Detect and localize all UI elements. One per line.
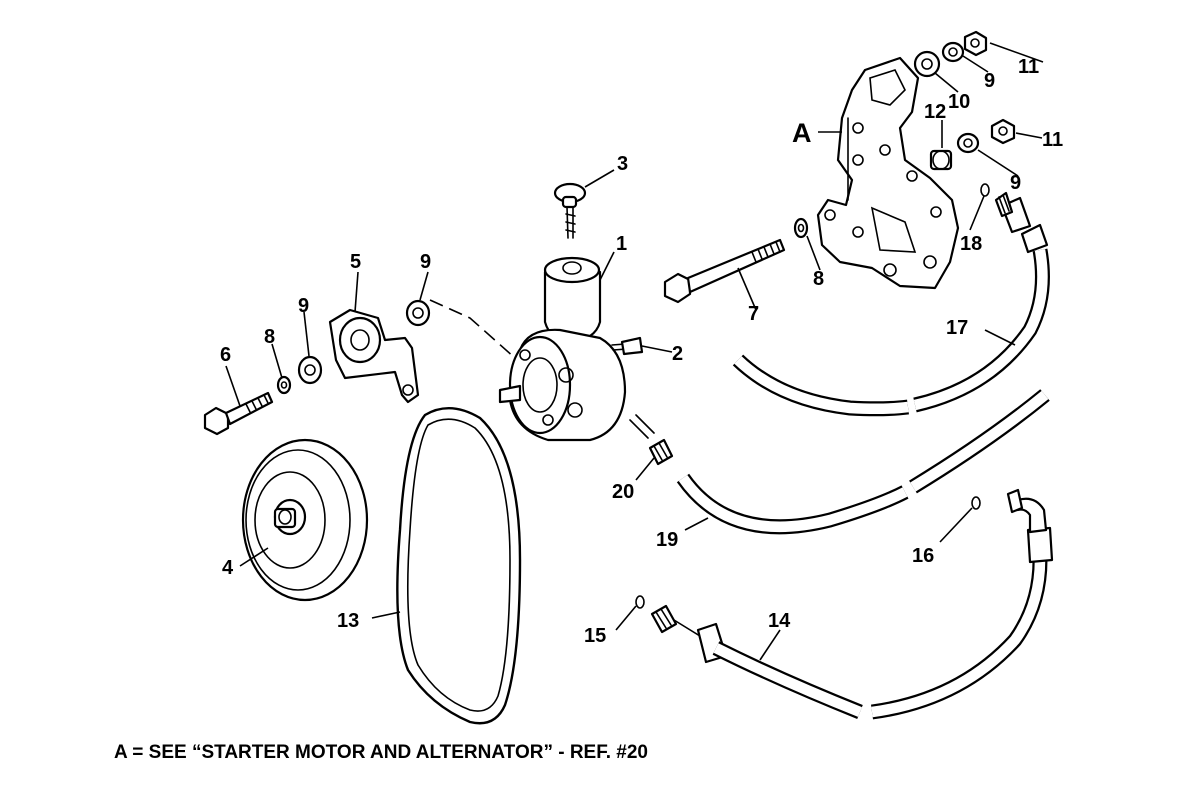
callout-8-left: 8 [264,326,275,348]
callout-9-lower: 9 [1010,172,1021,194]
callout-17: 17 [946,317,968,339]
callout-9-bracket: 9 [420,251,431,273]
callout-15: 15 [584,625,606,647]
callout-3: 3 [617,153,628,175]
callout-6: 6 [220,344,231,366]
spacer-12 [929,149,953,171]
power-steering-pump [498,256,655,442]
callout-12: 12 [924,101,946,123]
callout-a: A [792,118,812,148]
alignment-line [429,299,516,359]
callout-10: 10 [948,91,970,113]
hose-14 [650,488,1054,720]
fitting-2 [620,336,644,356]
footnote: A = SEE “STARTER MOTOR AND ALTERNATOR” -… [114,742,648,763]
nut-11-upper [963,30,988,57]
spacer-10 [913,50,941,78]
pulley [241,438,369,602]
leader-lines [225,42,1044,661]
callout-14: 14 [768,610,791,632]
callout-20: 20 [612,481,634,503]
drive-belt [396,407,522,725]
washer-9-bracket [405,299,431,327]
hose-19 [676,389,1050,535]
nut-11-lower [990,118,1016,145]
reservoir-cap [553,182,587,239]
o-ring-16 [971,496,981,510]
callout-2: 2 [672,343,683,365]
fitting-20 [648,438,674,466]
callout-18: 18 [960,233,982,255]
o-ring-18 [980,183,990,197]
callout-5: 5 [350,251,361,273]
o-ring-15 [635,595,645,609]
callout-9-left: 9 [298,295,309,317]
washer-9-upper [941,41,965,63]
pump-bracket [328,308,420,404]
callout-16: 16 [912,545,934,567]
washer-9-lower [956,132,980,154]
callout-13: 13 [337,610,359,632]
bolt-6 [203,391,274,436]
callout-7: 7 [748,303,759,325]
lock-washer-8-left [276,375,292,395]
washer-9-left [297,355,323,385]
callout-1: 1 [616,233,627,255]
callout-11-upper: 11 [1018,56,1039,78]
hose-17 [732,191,1050,417]
callout-19: 19 [656,529,678,551]
callout-9-upper: 9 [984,70,995,92]
callout-4: 4 [222,557,234,579]
callout-labels: 1 2 3 4 5 6 7 8 8 9 9 9 9 10 11 11 12 13… [220,56,1063,647]
lock-washer-8-right [793,217,809,239]
callout-11-lower: 11 [1042,129,1063,151]
callout-8-right: 8 [813,268,824,290]
bracket-a [816,56,960,290]
bolt-7 [663,238,786,304]
